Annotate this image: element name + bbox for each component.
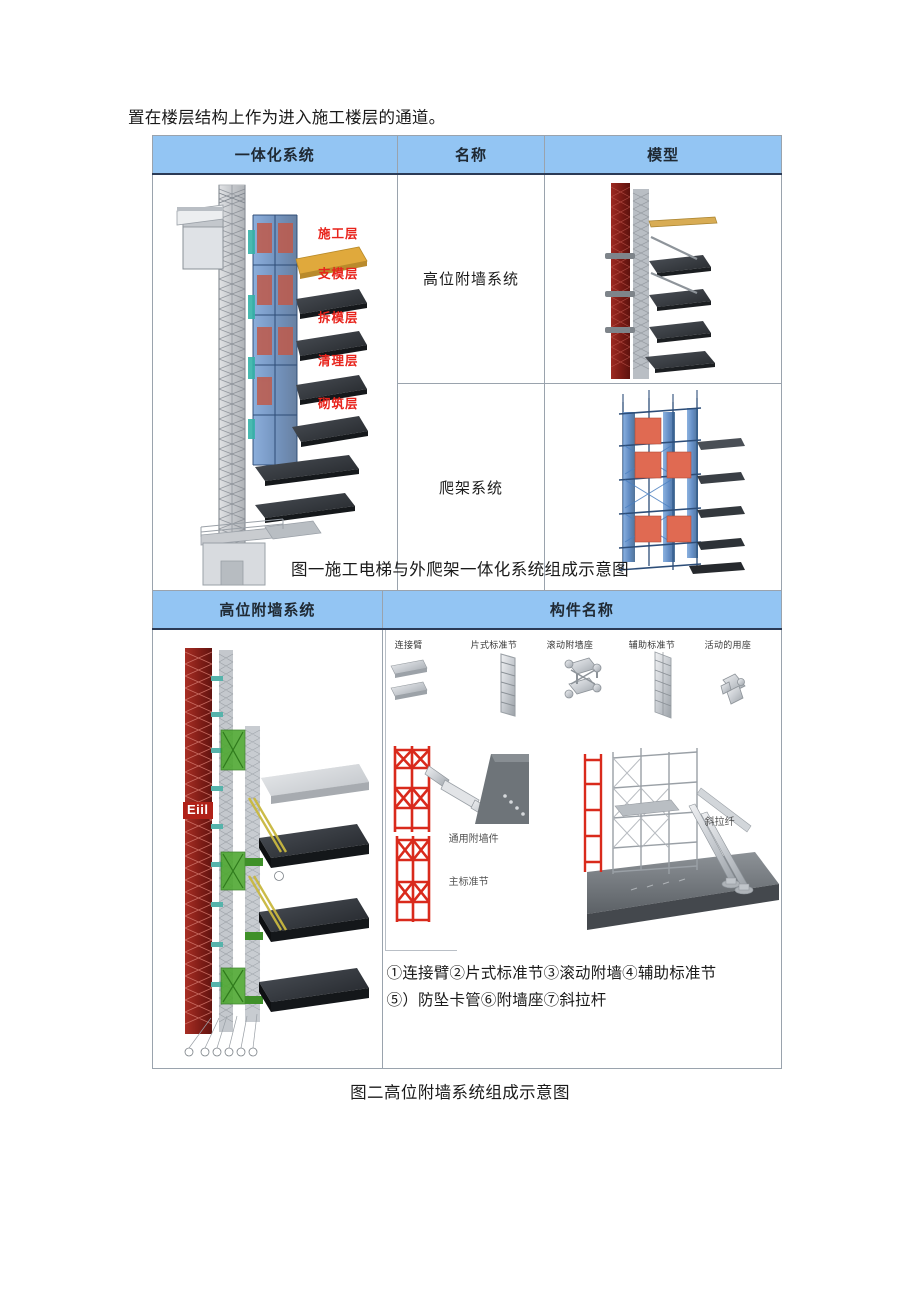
- component-label-movable-seat: 活动的用座: [704, 639, 752, 650]
- elevator-badge-label: Eiil: [183, 801, 213, 819]
- table1-header-row: 一体化系统 名称 模型: [152, 135, 782, 175]
- component-label-plate-standard-section: 片式标准节: [470, 639, 518, 650]
- table1-row-2: 爬架系统: [153, 383, 782, 591]
- figure-2-caption: 图二高位附墙系统组成示意图: [350, 1083, 570, 1102]
- gallery-left-divider: [384, 629, 386, 950]
- diagram-label-cleaning-floor: 清理层: [318, 353, 359, 368]
- integrated-system-table: 一体化系统 名称 模型: [152, 135, 782, 591]
- diagram-label-formwork-floor: 支模层: [318, 266, 359, 281]
- table2-header-row: 高位附墙系统 构件名称: [152, 590, 783, 630]
- climbing-scaffold-model: [545, 384, 781, 590]
- table1-header-model: 模型: [544, 135, 782, 175]
- table2-cell-component-gallery: 连接臂 片式标准节 滚动附墙座 辅助标准节 活动的用座: [381, 628, 783, 1069]
- component-legend-line-2: ⑤）防坠卡管⑥附墙座⑦斜拉杆: [386, 991, 607, 1009]
- figure-1-caption: 图一施工电梯与外爬架一体化系统组成示意图: [291, 560, 629, 579]
- detail-label-main-standard-section: 主标准节: [448, 876, 489, 888]
- component-legend-line-1: ①连接臂②片式标准节③滚动附墙④辅助标准节: [386, 964, 717, 982]
- table1-cell-name-climbing-scaffold: 爬架系统: [396, 383, 546, 591]
- table2-header-components: 构件名称: [381, 590, 783, 630]
- elevator-scaffold-illustration: 施工层 支模层 拆模层 清理层 砌筑层: [153, 175, 397, 591]
- detail-label-diagonal-tie: 斜拉纤: [704, 816, 735, 828]
- component-legend: ①连接臂②片式标准节③滚动附墙④辅助标准节 ⑤）防坠卡管⑥附墙座⑦斜拉杆: [387, 960, 717, 1014]
- component-label-auxiliary-standard-section: 辅助标准节: [628, 639, 676, 650]
- table1-cell-model-high-wall-system: [544, 173, 782, 384]
- table1-header-system: 一体化系统: [152, 135, 398, 175]
- table1-header-name: 名称: [396, 135, 546, 175]
- table2-cell-system-illustration: Eiil: [152, 628, 383, 1069]
- diagram-label-masonry-floor: 砌筑层: [318, 396, 359, 411]
- diagram-label-stripping-floor: 拆模层: [318, 310, 359, 325]
- component-label-rolling-wall-mount: 滚动附墙座: [546, 639, 594, 650]
- high-wall-system-detail-illustration: Eiil: [153, 630, 382, 1069]
- intro-paragraph: 置在楼层结构上作为进入施工楼层的通道。: [128, 108, 446, 127]
- component-label-connecting-arm: 连接臂: [394, 639, 423, 650]
- table1-cell-name-high-wall-system: 高位附墙系统: [396, 173, 546, 384]
- gallery-bottom-divider: [384, 949, 457, 951]
- component-gallery: 连接臂 片式标准节 滚动附墙座 辅助标准节 活动的用座: [383, 629, 781, 1069]
- diagram-label-construction-floor: 施工层: [318, 226, 359, 241]
- table2-header-system: 高位附墙系统: [152, 590, 383, 630]
- high-wall-system-table: 高位附墙系统 构件名称: [152, 590, 783, 1069]
- table2-content-row: Eiil 连接臂 片式标准节 滚动附墙座 辅助标准节 活动的用座: [152, 628, 783, 1069]
- integrated-system-illustration-cell: 施工层 支模层 拆模层 清理层 砌筑层: [152, 173, 398, 591]
- table1-row-1: 施工层 支模层 拆模层 清理层 砌筑层 高位附墙系统: [152, 173, 782, 591]
- table1-cell-model-climbing-scaffold: [544, 383, 782, 591]
- detail-label-universal-wall-attachment: 通用附墙件: [448, 833, 499, 845]
- high-wall-system-model: [545, 175, 781, 384]
